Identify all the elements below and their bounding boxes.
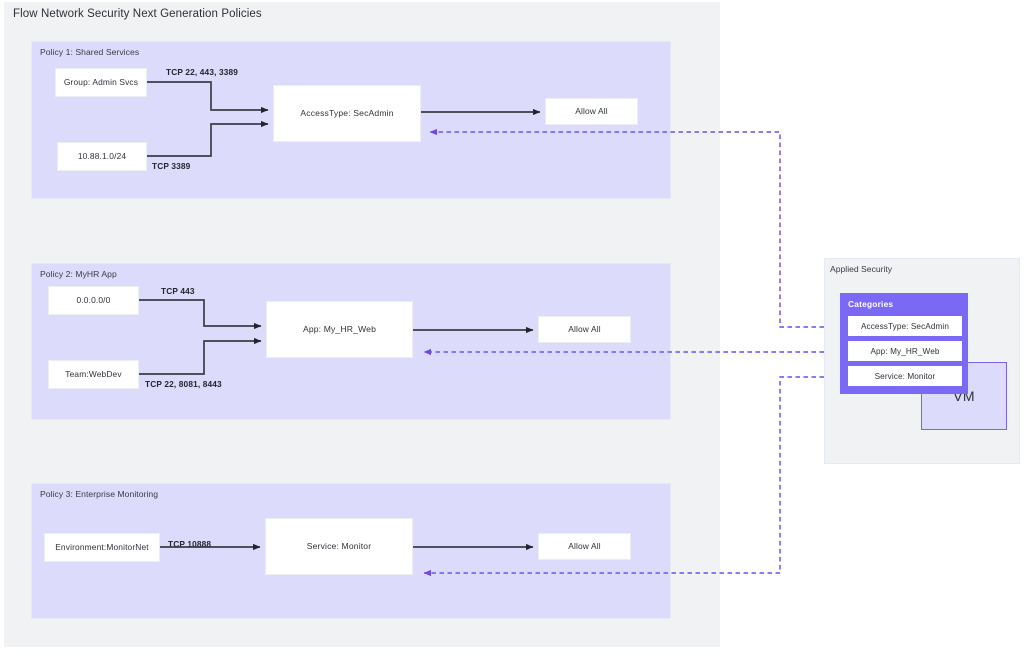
policy-1-target[interactable]: AccessType: SecAdmin <box>273 85 421 142</box>
policy-3-edge-label-1: TCP 10888 <box>168 539 212 549</box>
policy-3-action[interactable]: Allow All <box>538 533 631 560</box>
categories-title: Categories <box>848 299 894 309</box>
policy-2-edge-label-2: TCP 22, 8081, 8443 <box>145 379 222 389</box>
policy-2-target[interactable]: App: My_HR_Web <box>266 301 413 358</box>
policy-2-edge-label-1: TCP 443 <box>161 286 195 296</box>
policy-2-action[interactable]: Allow All <box>538 316 631 343</box>
category-item-accesstype[interactable]: AccessType: SecAdmin <box>848 316 962 336</box>
policy-title-2: Policy 2: MyHR App <box>40 269 117 279</box>
policy-title-3: Policy 3: Enterprise Monitoring <box>40 489 159 499</box>
policy-2-source-1[interactable]: 0.0.0.0/0 <box>48 286 139 315</box>
policy-2-source-2[interactable]: Team:WebDev <box>48 360 139 389</box>
categories-box: Categories AccessType: SecAdmin App: My_… <box>840 293 968 394</box>
policy-1-action[interactable]: Allow All <box>545 98 638 125</box>
category-item-app[interactable]: App: My_HR_Web <box>848 341 962 361</box>
page-title: Flow Network Security Next Generation Po… <box>13 8 262 20</box>
policy-title-1: Policy 1: Shared Services <box>40 47 140 57</box>
policy-1-edge-label-2: TCP 3389 <box>152 161 191 171</box>
policy-1-edge-label-1: TCP 22, 443, 3389 <box>166 67 239 77</box>
category-item-service[interactable]: Service: Monitor <box>848 366 962 386</box>
policy-3-source-1[interactable]: Environment:MonitorNet <box>44 533 160 562</box>
policy-1-source-2[interactable]: 10.88.1.0/24 <box>57 142 147 171</box>
policy-3-target[interactable]: Service: Monitor <box>265 518 413 575</box>
policy-1-source-1[interactable]: Group: Admin Svcs <box>55 68 147 97</box>
applied-security-title: Applied Security <box>830 264 893 274</box>
